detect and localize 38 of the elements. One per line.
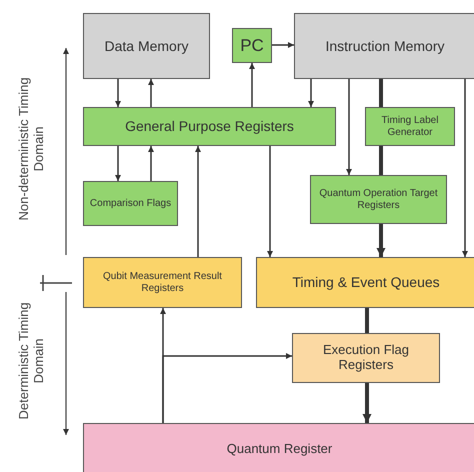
register-box xyxy=(310,175,447,224)
arrow xyxy=(346,79,352,175)
domain-label: Deterministic Timing Domain xyxy=(17,301,47,422)
node-label: Instruction Memory xyxy=(324,38,446,54)
arrow xyxy=(115,79,121,107)
arrow xyxy=(272,42,294,48)
register-box xyxy=(83,257,242,308)
generator-box xyxy=(365,107,455,146)
memory-box xyxy=(294,13,474,79)
node-label: PC xyxy=(239,36,265,56)
arrow xyxy=(249,63,255,107)
arrow xyxy=(195,146,201,257)
arrow xyxy=(376,224,386,257)
queue-box xyxy=(256,257,474,308)
arrow xyxy=(308,79,314,107)
node-label: Comparison Flags xyxy=(88,198,172,210)
node-label: Timing & Event Queues xyxy=(291,274,441,291)
node-label: Quantum Operation Target Registers xyxy=(318,188,439,211)
node-label: Quantum Register xyxy=(226,442,334,456)
node-label: Execution Flag Registers xyxy=(322,343,410,373)
node-label: Timing Label Generator xyxy=(380,115,440,138)
node-label: General Purpose Registers xyxy=(124,118,295,135)
register-box xyxy=(83,423,474,472)
node-label: Qubit Measurement Result Registers xyxy=(102,271,223,294)
register-box xyxy=(83,107,336,146)
arrow xyxy=(362,383,372,423)
arrow xyxy=(162,353,292,423)
arrow xyxy=(267,146,273,257)
arrow xyxy=(462,79,468,257)
arrow xyxy=(148,79,154,107)
arrow xyxy=(115,146,121,181)
register-box xyxy=(292,333,440,383)
domain-label: Non-deterministic Timing Domain xyxy=(17,76,47,222)
register-box xyxy=(83,181,178,226)
memory-box xyxy=(83,13,210,79)
register-box xyxy=(232,28,272,63)
node-label: Data Memory xyxy=(103,38,190,54)
arrow xyxy=(148,146,154,181)
